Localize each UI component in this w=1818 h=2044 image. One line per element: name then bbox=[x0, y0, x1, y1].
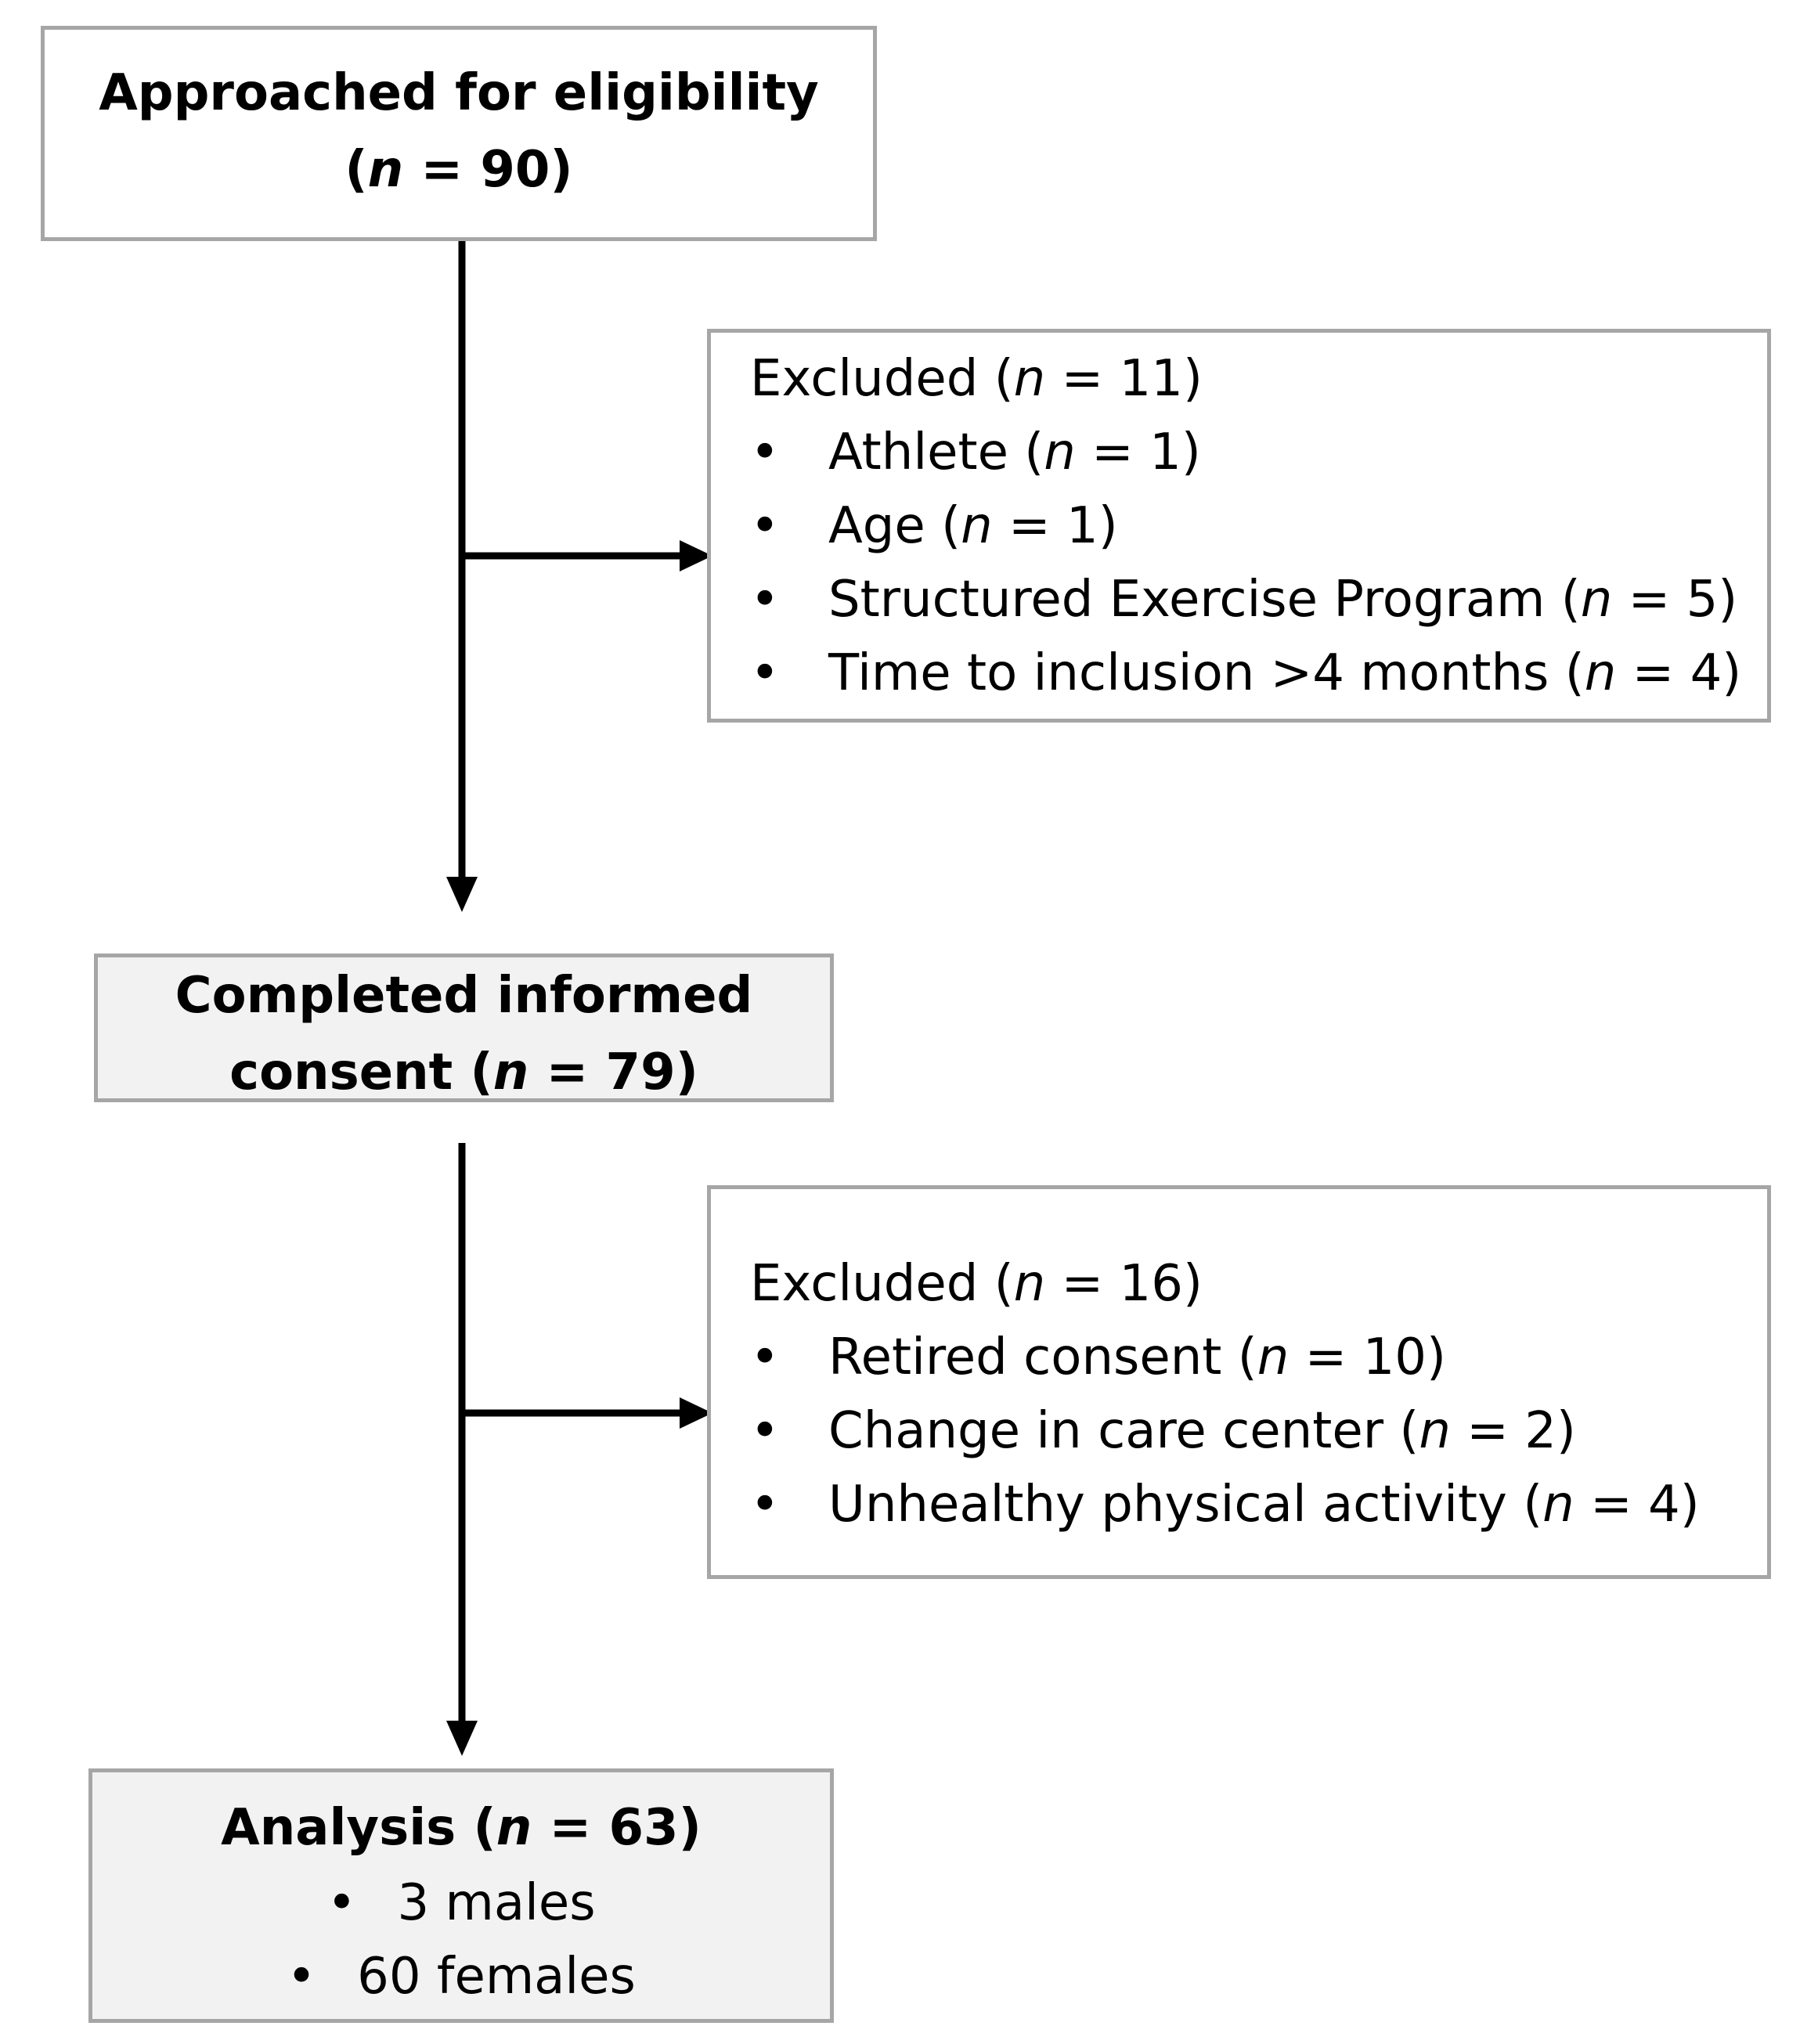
approached-box: Approached for eligibility (n = 90) bbox=[41, 26, 877, 241]
excluded-1-item: •Structured Exercise Program (n = 5) bbox=[750, 563, 1767, 636]
excluded-2-item: •Unhealthy physical activity (n = 4) bbox=[750, 1468, 1767, 1541]
bullet-icon: • bbox=[750, 571, 780, 629]
bullet-icon: • bbox=[326, 1874, 357, 1932]
analysis-item-females: •60 females bbox=[92, 1940, 830, 2013]
bullet-icon: • bbox=[750, 1476, 780, 1534]
bullet-icon: • bbox=[287, 1948, 316, 2006]
excluded-1-heading: Excluded (n = 11) bbox=[750, 350, 1203, 408]
excluded-box-1: Excluded (n = 11) •Athlete (n = 1) •Age … bbox=[707, 329, 1771, 723]
excluded-2-item: •Retired consent (n = 10) bbox=[750, 1321, 1767, 1394]
excluded-2-item: •Change in care center (n = 2) bbox=[750, 1394, 1767, 1468]
analysis-title: Analysis (n = 63) bbox=[221, 1799, 702, 1857]
consent-title: Completed informed bbox=[175, 967, 753, 1025]
arrowhead-excluded-2 bbox=[680, 1397, 712, 1429]
excluded-1-item: •Athlete (n = 1) bbox=[750, 416, 1767, 489]
excluded-box-2: Excluded (n = 16) •Retired consent (n = … bbox=[707, 1185, 1771, 1579]
arrowhead-consent bbox=[446, 877, 478, 912]
analysis-box: Analysis (n = 63) •3 males •60 females bbox=[88, 1768, 834, 2023]
approached-title: Approached for eligibility bbox=[99, 64, 819, 122]
bullet-icon: • bbox=[750, 424, 780, 481]
bullet-icon: • bbox=[750, 497, 780, 555]
bullet-icon: • bbox=[750, 1328, 780, 1386]
bullet-icon: • bbox=[750, 644, 780, 702]
analysis-item-males: •3 males bbox=[92, 1866, 830, 1940]
approached-count: (n = 90) bbox=[344, 141, 573, 199]
arrowhead-excluded-1 bbox=[680, 540, 712, 571]
bullet-icon: • bbox=[750, 1402, 780, 1460]
excluded-2-heading: Excluded (n = 16) bbox=[750, 1255, 1203, 1313]
excluded-1-item: •Time to inclusion >4 months (n = 4) bbox=[750, 636, 1767, 710]
arrowhead-analysis bbox=[446, 1721, 478, 1756]
consent-count: consent (n = 79) bbox=[229, 1044, 698, 1101]
excluded-1-item: •Age (n = 1) bbox=[750, 489, 1767, 563]
consent-box: Completed informed consent (n = 79) bbox=[94, 954, 834, 1102]
